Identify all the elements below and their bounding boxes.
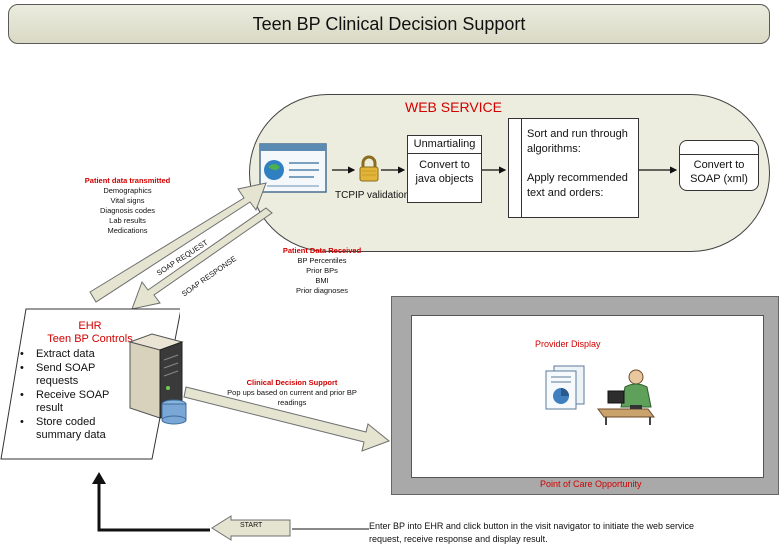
tcpip-validation-label: TCPIP validation [335,190,410,201]
ehr-title-line1: EHR [78,320,102,332]
algorithm-box: Sort and run through algorithms: Apply r… [508,118,639,218]
return-path [97,482,210,532]
patient-data-transmitted-title: Patient data transmitted [84,176,171,185]
algorithm-box-bar [508,119,522,217]
page-title: Teen BP Clinical Decision Support [8,4,770,44]
list-item: Send SOAP requests [20,362,121,388]
list-item: Demographics [103,186,152,195]
convert-soap-box: Convert to SOAP (xml) [679,140,759,191]
list-item: Receive SOAP result [20,389,131,415]
provider-display-screen [411,315,764,478]
list-item: Store coded summary data [20,416,141,442]
bottom-instruction: Enter BP into EHR and click button in th… [369,521,695,544]
list-item: Diagnosis codes [99,206,156,215]
list-item: Prior diagnoses [295,286,349,295]
list-item: Extract data [20,348,156,361]
ehr-title: EHR Teen BP Controls [20,320,160,346]
web-page-icon [259,143,327,193]
start-arrow [211,515,291,541]
web-service-label: WEB SERVICE [405,99,502,115]
clinical-decision-arrow [183,386,390,452]
server-icon [128,333,187,425]
ehr-controls-list: Extract data Send SOAP requests Receive … [20,348,156,442]
provider-display-label: Provider Display [535,339,601,349]
report-document-icon [545,365,585,410]
patient-data-received: Patient Data Received BP Percentiles Pri… [272,246,372,296]
ehr-title-line2: Teen BP Controls [47,333,133,345]
clinical-decision-support: Clinical Decision Support Pop ups based … [212,378,372,408]
lock-icon [359,155,379,182]
sort-text: Sort and run through algorithms: [527,128,628,155]
convert-soap-text: Convert to SOAP (xml) [690,159,748,185]
provider-at-desk-icon [597,369,655,425]
list-item: Prior BPs [306,266,338,275]
unmarshal-body: Convert to java objects [415,159,474,185]
patient-data-received-title: Patient Data Received [282,246,362,255]
soap-response-arrow [131,207,273,310]
unmarshal-box: Unmartialing Convert to java objects [407,135,482,203]
list-item: BP Percentiles [297,256,347,265]
return-arrow-head [92,472,106,484]
start-label: START [240,522,263,529]
list-item: Lab results [109,216,146,225]
convert-soap-divider [680,154,758,155]
patient-data-transmitted: Patient data transmitted Demographics Vi… [75,176,180,236]
list-item: BMI [315,276,329,285]
point-of-care-label: Point of Care Opportunity [540,479,642,489]
unmarshal-header: Unmartialing [408,136,481,154]
soap-request-arrow [89,182,267,303]
apply-text: Apply recommended text and orders: [527,172,628,199]
clinical-decision-support-text: Pop ups based on current and prior BP re… [227,388,357,407]
clinical-decision-support-title: Clinical Decision Support [246,378,338,387]
list-item: Vital signs [110,196,145,205]
list-item: Medications [107,226,148,235]
